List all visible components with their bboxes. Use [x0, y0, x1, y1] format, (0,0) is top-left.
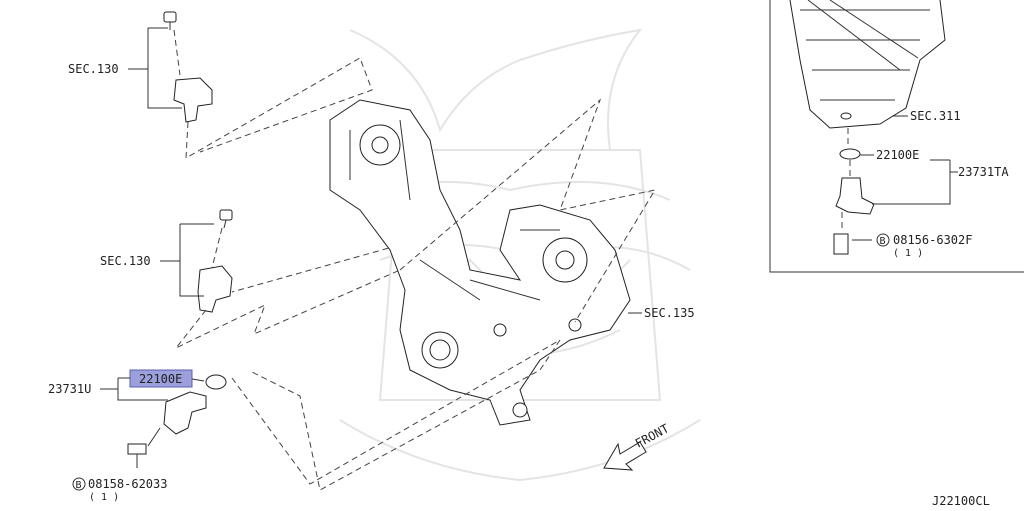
front-arrow-icon [603, 441, 647, 471]
sec311-label: SEC.311 [910, 109, 961, 123]
sec135-label: SEC.135 [644, 306, 695, 320]
bolt-inset-marker [876, 233, 890, 247]
bolt-inset [833, 233, 849, 255]
bolt-main-qty: ( 1 ) [89, 492, 119, 503]
sec130-middle-label: SEC.130 [100, 254, 151, 268]
crank-sensor-inset [835, 177, 875, 215]
part-23731ta-label[interactable]: 23731TA [958, 165, 1009, 179]
sensor-mount-outline [231, 339, 561, 491]
diagram-code: J22100CL [932, 494, 990, 508]
o-ring-main [205, 374, 227, 390]
sensor-upper [173, 77, 213, 123]
sec135-outline [399, 98, 657, 323]
sensor-group-middle [160, 209, 401, 349]
bolt-upper [163, 11, 177, 23]
bolt-middle [219, 209, 233, 221]
bolt-main-label[interactable]: 08158-62033 [88, 477, 167, 491]
part-23731u-label[interactable]: 23731U [48, 382, 91, 396]
o-ring-inset [839, 148, 861, 160]
sensor-group-upper [128, 11, 373, 159]
crank-sensor-main [163, 391, 207, 435]
bolt-main-marker [72, 477, 86, 491]
sensor-middle [197, 265, 233, 313]
sec130-upper-label: SEC.130 [68, 62, 119, 76]
engine-front-cover [329, 99, 631, 426]
bolt-inset-marker-letter: B [880, 236, 886, 247]
bolt-inset-qty: ( 1 ) [893, 248, 923, 259]
oil-pan [789, 0, 946, 129]
inset-panel [769, 0, 1024, 273]
bolt-main [127, 443, 147, 455]
bolt-inset-label[interactable]: 08156-6302F [893, 233, 972, 247]
bolt-main-marker-letter: B [76, 480, 82, 491]
part-22100e-inset-label[interactable]: 22100E [876, 148, 919, 162]
part-22100e-main-label[interactable]: 22100E [139, 372, 182, 386]
